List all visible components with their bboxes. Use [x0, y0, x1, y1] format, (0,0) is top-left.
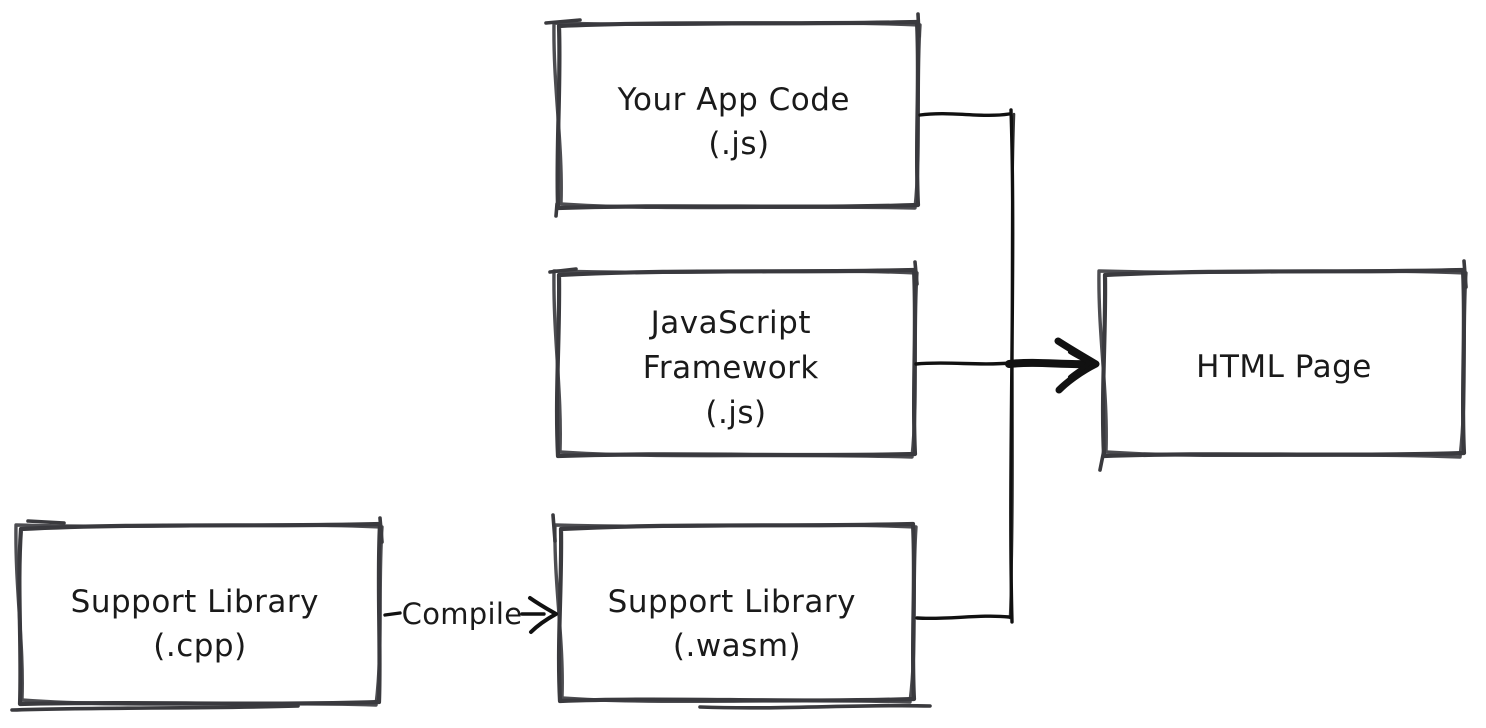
compile-arrow-label: Compile	[402, 597, 523, 631]
support-library-wasm-line2: (.wasm)	[673, 628, 801, 664]
edge-junction-to-html-shaft	[1005, 358, 1087, 369]
merge-arrowhead-inner	[1068, 350, 1092, 379]
support-library-cpp-label: Support Library (.cpp)	[71, 584, 330, 664]
node-your-app-code	[544, 12, 922, 218]
edge-layer	[383, 108, 1100, 634]
node-support-library-cpp	[10, 516, 384, 712]
support-library-wasm-line1: Support Library	[608, 584, 856, 620]
support-library-cpp-box-sketch	[14, 523, 384, 707]
text-layer: Your App Code (.js) JavaScript Framework…	[71, 82, 1372, 664]
compile-arrowhead-icon	[528, 596, 558, 634]
edge-wasm-to-junction	[915, 614, 1011, 621]
your-app-code-line2: (.js)	[708, 126, 769, 162]
html-page-corner-ticks	[1098, 259, 1468, 472]
edge-junction-vertical-sketch	[1008, 112, 1016, 620]
support-library-cpp-line1: Support Library	[71, 584, 319, 620]
edge-compile-arrow	[383, 596, 558, 634]
support-library-wasm-box-sketch	[553, 523, 918, 704]
html-page-label: HTML Page	[1196, 349, 1372, 385]
node-html-page	[1097, 259, 1468, 472]
javascript-framework-label: JavaScript Framework (.js)	[643, 305, 829, 431]
javascript-framework-line1: JavaScript	[649, 305, 811, 341]
edge-merge-arrow	[914, 108, 1100, 624]
support-library-cpp-line2: (.cpp)	[153, 628, 246, 664]
javascript-framework-corner-ticks	[548, 260, 919, 286]
node-support-library-wasm	[551, 513, 932, 710]
javascript-framework-box-sketch	[552, 269, 919, 459]
support-library-wasm-corner-ticks	[551, 513, 932, 710]
compile-arrow-segment-left	[383, 611, 402, 617]
merge-arrowhead-icon	[1054, 337, 1100, 394]
your-app-code-label: Your App Code (.js)	[617, 82, 861, 162]
support-library-wasm-label: Support Library (.wasm)	[608, 584, 867, 664]
your-app-code-box-sketch	[552, 21, 922, 210]
edge-framework-to-junction	[914, 361, 1012, 366]
node-javascript-framework	[548, 260, 919, 459]
support-library-cpp-corner-ticks	[10, 516, 384, 712]
html-page-box-sketch	[1097, 269, 1468, 459]
box-layer	[10, 12, 1468, 712]
javascript-framework-line2: Framework	[643, 350, 819, 386]
edge-app-code-to-junction	[918, 112, 1011, 117]
your-app-code-corner-ticks	[544, 12, 921, 218]
your-app-code-line1: Your App Code	[617, 82, 850, 118]
javascript-framework-line3: (.js)	[705, 395, 766, 431]
